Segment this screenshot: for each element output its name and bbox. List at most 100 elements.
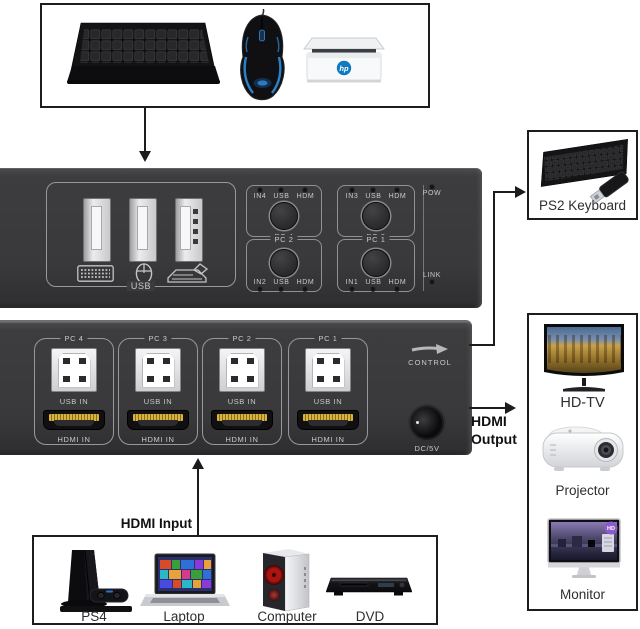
keyboard-image: [67, 22, 220, 84]
link-led-group: LINK: [414, 272, 450, 284]
pc4-port-label: PC 4: [60, 334, 88, 343]
usb-b-port: [305, 348, 351, 393]
pc1-button-group: PC 1 IN1 USB HDM: [337, 235, 415, 292]
pc2-group-label: PC 2: [270, 235, 298, 244]
led-label: USB: [273, 279, 290, 286]
gaming-mouse-image: [240, 9, 285, 101]
led-label: USB: [365, 279, 382, 286]
usb-b-port: [51, 348, 97, 393]
led-label: IN3: [345, 193, 359, 200]
usb-in-label: USB IN: [143, 397, 173, 407]
console-arrow-head: [139, 151, 151, 162]
led-label: HDM: [296, 279, 315, 286]
console-usb-section: USB: [46, 182, 236, 291]
hdmi-in-port: [127, 410, 189, 430]
keyboard-icon: [77, 265, 114, 282]
usb-printer-port: [175, 198, 203, 262]
usb-dongle-image: [589, 171, 629, 204]
control-label: CONTROL: [408, 358, 452, 367]
usb-b-port: [135, 348, 181, 393]
led-label: USB: [273, 193, 290, 200]
control-switch-group: CONTROL: [402, 343, 458, 367]
monitor-image: HD: [547, 518, 621, 578]
dc-jack: [410, 406, 444, 440]
power-led-label: POW: [422, 190, 442, 197]
hdmi-led: [303, 287, 308, 291]
control-arrow-icon: [411, 344, 448, 354]
usb-led: [279, 188, 284, 192]
pc3-select-button: [362, 202, 390, 230]
usb-in-label: USB IN: [313, 397, 343, 407]
ps2-line-b: [493, 191, 495, 346]
pc3-port-label: PC 3: [144, 334, 172, 343]
in3-led: [350, 188, 355, 192]
status-divider: [423, 185, 424, 291]
usb-b-port: [219, 348, 265, 393]
hd-badge: HD: [607, 526, 615, 532]
hdmi-led: [303, 188, 308, 192]
pc1-port-label: PC 1: [314, 334, 342, 343]
link-led: [430, 280, 434, 284]
dvd-image: [326, 577, 412, 596]
ps4-image: [60, 549, 132, 612]
usb-keyboard-port: [83, 198, 111, 262]
link-led-label: LINK: [423, 272, 441, 279]
pc4-port-group: PC 4 USB IN HDMI IN: [34, 334, 114, 445]
pc2-select-button: [270, 249, 298, 277]
pc2-button-group: PC 2 IN2 USB HDM: [246, 235, 322, 292]
hdmi-output-label-1: HDMI: [471, 413, 507, 429]
usb-in-label: USB IN: [59, 397, 89, 407]
pc3-port-group: PC 3 USB IN HDMI IN: [118, 334, 198, 445]
usb-mouse-port: [129, 198, 157, 262]
hdmi-in-label: HDMI IN: [225, 435, 259, 444]
in1-led: [350, 287, 355, 291]
hdmi-output-line: [469, 407, 506, 409]
printer-image: hp: [303, 37, 385, 83]
pc2-port-group: PC 2 USB IN HDMI IN: [202, 334, 282, 445]
hdmi-in-port: [43, 410, 105, 430]
console-usb-label: USB: [126, 281, 156, 291]
ps2-keyboard-box: PS2 Keyboard: [527, 130, 638, 220]
laptop-image: [140, 553, 230, 606]
projector-label: Projector: [555, 483, 610, 498]
hdmi-input-arrow-head: [192, 458, 204, 469]
led-label: HDM: [388, 279, 407, 286]
console-devices-box: hp: [40, 3, 430, 108]
ps2-keyboard-image: [540, 139, 628, 187]
computer-image: [263, 549, 310, 612]
led-label: USB: [365, 193, 382, 200]
hdmi-in-label: HDMI IN: [141, 435, 175, 444]
dvd-label: DVD: [355, 609, 385, 624]
printer-icon: [167, 263, 209, 283]
laptop-label: Laptop: [163, 609, 205, 624]
power-led: [430, 185, 434, 189]
ps4-label: PS4: [81, 609, 107, 624]
output-devices-box: HD-TV Projector: [527, 313, 638, 611]
hp-logo: hp: [339, 64, 349, 73]
led-label: IN4: [253, 193, 267, 200]
dc-label: DC/5V: [414, 444, 440, 453]
usb-led: [279, 287, 284, 291]
hdmi-led: [395, 287, 400, 291]
kvm-front-panel: USB IN4 USB HDM PC 4 IN3 USB HDM PC 3 PC…: [0, 168, 482, 308]
hdmi-input-line: [197, 468, 199, 535]
hdmi-output-arrow-head: [505, 402, 516, 414]
hdtv-image: [544, 324, 624, 392]
led-label: IN2: [253, 279, 267, 286]
pc2-port-label: PC 2: [228, 334, 256, 343]
hdmi-input-label: HDMI Input: [120, 516, 192, 531]
input-devices-box: PS4 Laptop Computer DVD: [32, 535, 438, 625]
in2-led: [258, 287, 263, 291]
ps2-line-a: [469, 344, 495, 346]
pc1-port-group: PC 1 USB IN HDMI IN: [288, 334, 368, 445]
monitor-label: Monitor: [559, 587, 605, 602]
projector-image: [542, 426, 624, 471]
hdmi-led: [395, 188, 400, 192]
dc-power-group: DC/5V: [406, 406, 448, 453]
computer-label: Computer: [257, 609, 317, 624]
hdmi-in-port: [297, 410, 359, 430]
hdmi-in-label: HDMI IN: [57, 435, 91, 444]
hdmi-in-port: [211, 410, 273, 430]
kvm-back-panel: PC 4 USB IN HDMI IN PC 3 USB IN HDMI IN …: [0, 320, 472, 455]
